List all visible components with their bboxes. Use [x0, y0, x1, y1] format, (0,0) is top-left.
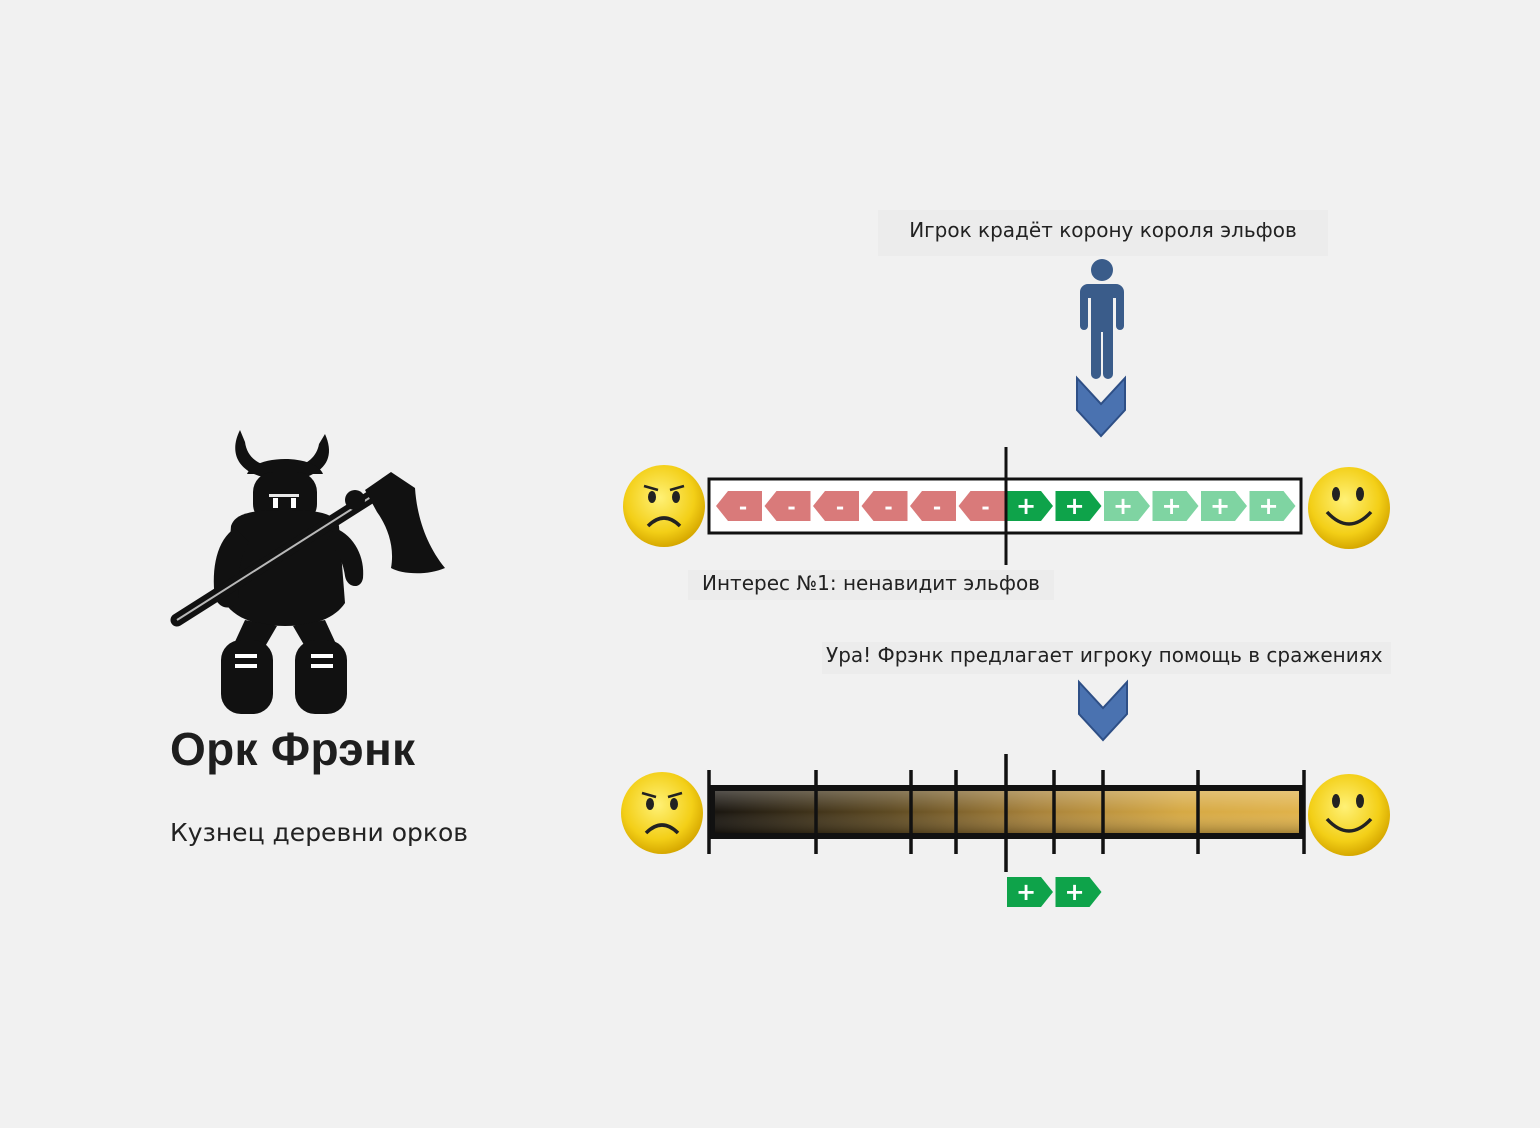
positive-tag: + [1152, 491, 1199, 521]
character-name: Орк Фрэнк [170, 723, 416, 775]
gained-positive-tag: + [1007, 877, 1053, 907]
gained-positive-tag: + [1055, 877, 1102, 907]
gained-tags: ++ [1007, 877, 1102, 907]
happy-face-icon [1308, 774, 1390, 856]
negative-tag: - [958, 491, 1005, 521]
character-role: Кузнец деревни орков [170, 818, 469, 847]
tag-symbol: - [836, 495, 844, 519]
orc-warrior-with-axe-icon [170, 430, 445, 714]
tag-symbol: + [1258, 492, 1278, 520]
event-caption: Игрок крадёт корону короля эльфов [878, 210, 1328, 256]
tag-symbol: + [1064, 492, 1084, 520]
negative-tag: - [861, 491, 908, 521]
tag-symbol: - [739, 495, 747, 519]
happy-face-icon [1308, 467, 1390, 549]
tag-symbol: + [1161, 492, 1181, 520]
positive-tag: + [1249, 491, 1296, 521]
tag-symbol: - [981, 495, 989, 519]
positive-tag: + [1201, 491, 1247, 521]
tag-symbol: - [884, 495, 892, 519]
tag-symbol: + [1016, 492, 1036, 520]
positive-tag: + [1007, 491, 1053, 521]
negative-tag: - [813, 491, 859, 521]
result-caption: Ура! Фрэнк предлагает игроку помощь в ср… [822, 642, 1391, 674]
negative-tag: - [764, 491, 811, 521]
tag-symbol: + [1016, 878, 1036, 906]
bar-ticks [707, 754, 1306, 872]
interest-caption: Интерес №1: ненавидит эльфов [688, 570, 1054, 600]
positive-tag: + [1055, 491, 1102, 521]
positive-tag: + [1104, 491, 1150, 521]
sad-face-icon [623, 465, 705, 547]
tag-symbol: + [1210, 492, 1230, 520]
negative-tag: - [716, 491, 762, 521]
tag-symbol: + [1113, 492, 1133, 520]
chevron-down-icon [1076, 375, 1126, 438]
sad-face-icon [621, 772, 703, 854]
tag-symbol: + [1064, 878, 1084, 906]
negative-tag: - [910, 491, 956, 521]
positive-tags: + + + + + + [1007, 491, 1296, 521]
chevron-down-icon [1078, 679, 1128, 742]
tag-symbol: - [787, 495, 795, 519]
negative-tags: ------ [716, 491, 1005, 521]
player-person-icon [1080, 259, 1124, 379]
tag-symbol: - [933, 495, 941, 519]
